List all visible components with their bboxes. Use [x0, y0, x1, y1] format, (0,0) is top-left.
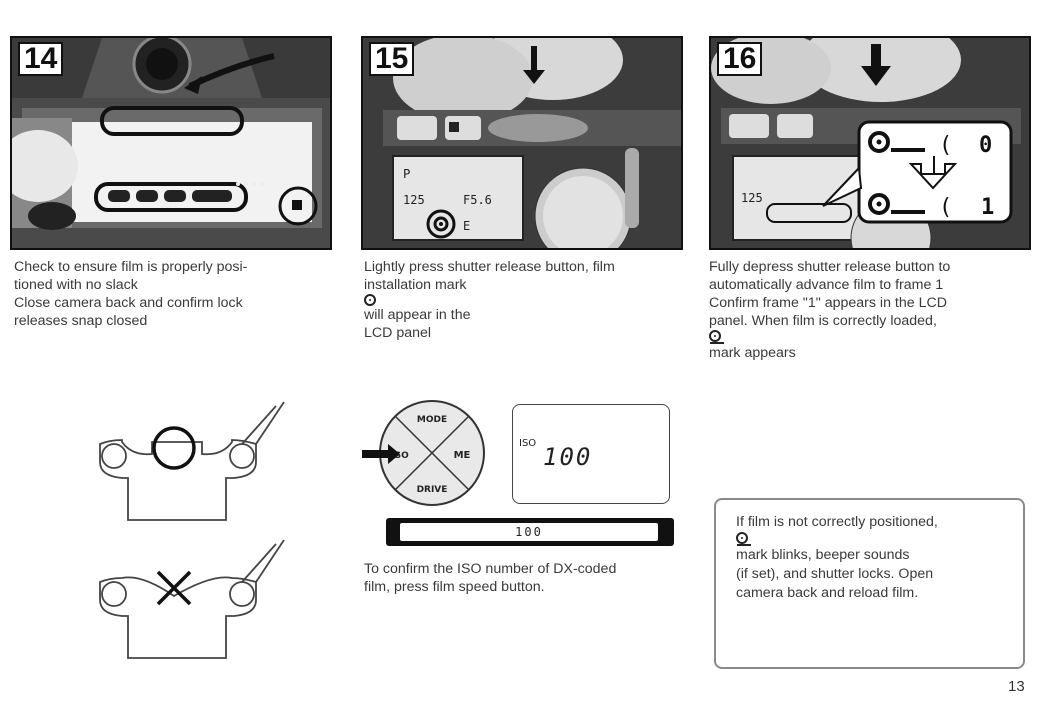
caption-line: To confirm the ISO number of DX-coded: [364, 561, 617, 577]
note-text: If film is not correctly positioned, mar…: [736, 513, 1016, 603]
caption-step-14: Check to ensure film is properly posi- t…: [14, 258, 334, 330]
film-mark-bar-icon: [737, 544, 751, 546]
note-box: [714, 498, 1025, 669]
caption-step-16: Fully depress shutter release button to …: [709, 258, 1039, 362]
caption-line: LCD panel: [364, 325, 432, 341]
film-mark-bar-icon: [710, 342, 724, 344]
svg-text:P: P: [403, 167, 410, 181]
caption-line: automatically advance film to frame 1: [709, 277, 944, 293]
caption-line: Close camera back and confirm lock: [14, 295, 243, 311]
iso-display-bar: 100: [386, 518, 674, 546]
note-line: If film is not correctly positioned,: [736, 514, 938, 530]
lcd-aperture: F5.6: [463, 193, 492, 207]
photo-step-15: P 125 F5.6 E 15: [361, 36, 683, 250]
correct-circle-icon: [152, 426, 196, 470]
caption-line: Fully depress shutter release button to: [709, 259, 951, 275]
dial-drive-label: DRIVE: [417, 485, 448, 495]
film-mark-icon: [364, 294, 376, 306]
camera-back-photo: [12, 38, 330, 248]
dial-iso-label: ISO: [391, 451, 409, 461]
frame-before: 0: [979, 133, 992, 158]
mode-dial: MODE ME DRIVE ISO: [362, 400, 485, 506]
caption-step-15: Lightly press shutter release button, fi…: [364, 258, 694, 342]
svg-text:(: (: [939, 133, 952, 158]
caption-line: Lightly press shutter release button, fi…: [364, 259, 615, 275]
lcd-iso-value: 100: [543, 443, 593, 471]
film-mark-icon: [736, 532, 748, 544]
step-number: 16: [717, 42, 763, 76]
iso-bar-value: 100: [400, 523, 658, 541]
lcd-shutter-2: 125: [741, 191, 763, 205]
arrow-right-icon: [362, 444, 400, 464]
caption-line: mark appears: [709, 330, 1039, 362]
camera-top-photo: P 125 F5.6 E: [363, 38, 681, 248]
lcd-iso-label: ISO: [519, 438, 537, 449]
caption-line: Confirm frame "1" appears in the LCD: [709, 295, 947, 311]
lcd-frames: E: [463, 219, 470, 233]
caption-line: installation mark will appear in the: [364, 277, 471, 323]
dial-mode-label: MODE: [417, 415, 447, 425]
photo-step-14: 14: [10, 36, 332, 250]
photo-step-16: 125 ( 0 ( 1 16: [709, 36, 1031, 250]
incorrect-position-diagram: [99, 539, 285, 659]
iso-lcd-panel: ISO 100: [512, 404, 670, 504]
caption-line: Check to ensure film is properly posi-: [14, 259, 248, 275]
page-number: 13: [1008, 678, 1025, 695]
dial-me-label: ME: [454, 450, 471, 461]
lcd-shutter: 125: [403, 193, 425, 207]
caption-line: releases snap closed: [14, 313, 148, 329]
note-line: camera back and reload film.: [736, 585, 919, 601]
caption-line: tioned with no slack: [14, 277, 138, 293]
note-line: (if set), and shutter locks. Open: [736, 566, 934, 582]
caption-line: film, press film speed button.: [364, 579, 545, 595]
film-mark-icon: [709, 330, 721, 342]
frame-after: 1: [981, 195, 994, 220]
caption-line: panel. When film is correctly loaded,: [709, 313, 937, 329]
note-line: mark blinks, beeper sounds: [736, 532, 1016, 565]
caption-iso: To confirm the ISO number of DX-coded fi…: [364, 560, 694, 596]
film-position-diagram: [99, 401, 285, 659]
step-number: 14: [18, 42, 64, 76]
incorrect-x-icon: [156, 570, 192, 606]
svg-text:(: (: [939, 195, 952, 220]
correct-position-diagram: [99, 401, 285, 521]
step-number: 15: [369, 42, 415, 76]
